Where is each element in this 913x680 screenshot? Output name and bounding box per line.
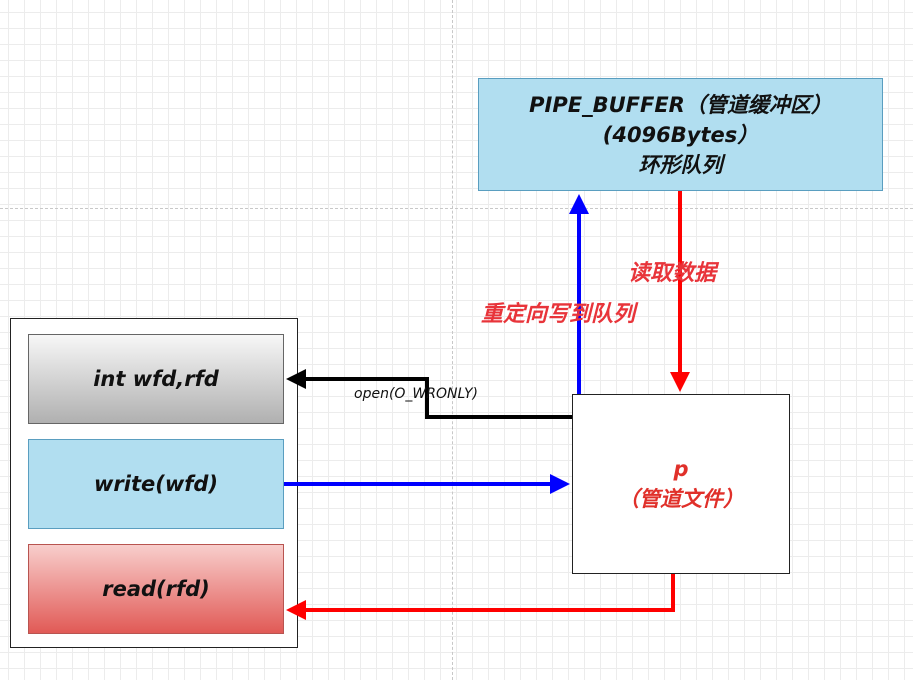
- read-label: read(rfd): [102, 577, 210, 601]
- write-node[interactable]: write(wfd): [28, 439, 284, 529]
- grid-guide-horizontal: [0, 208, 913, 209]
- read-edge: [286, 574, 675, 620]
- read-data-edge-label: 读取数据: [628, 261, 717, 286]
- pipe-file-name: p: [673, 457, 689, 481]
- open-edge: [286, 369, 572, 419]
- read-node[interactable]: read(rfd): [28, 544, 284, 634]
- open-edge-label: open(O_WRONLY): [354, 386, 478, 402]
- fd-declaration-label: int wfd,rfd: [93, 367, 219, 391]
- redirect-edge-label: 重定向写到队列: [481, 302, 636, 327]
- pipe-file-node[interactable]: p （管道文件）: [572, 394, 790, 574]
- pipe-buffer-size: (4096Bytes）: [602, 122, 759, 147]
- pipe-buffer-title: PIPE_BUFFER（管道缓冲区）: [529, 92, 832, 117]
- pipe-buffer-node[interactable]: PIPE_BUFFER（管道缓冲区） (4096Bytes） 环形队列: [478, 78, 883, 191]
- grid-guide-vertical: [452, 0, 453, 680]
- write-label: write(wfd): [93, 472, 218, 496]
- pipe-buffer-type: 环形队列: [638, 152, 723, 177]
- fd-declaration-node[interactable]: int wfd,rfd: [28, 334, 284, 424]
- pipe-file-desc: （管道文件）: [618, 487, 744, 511]
